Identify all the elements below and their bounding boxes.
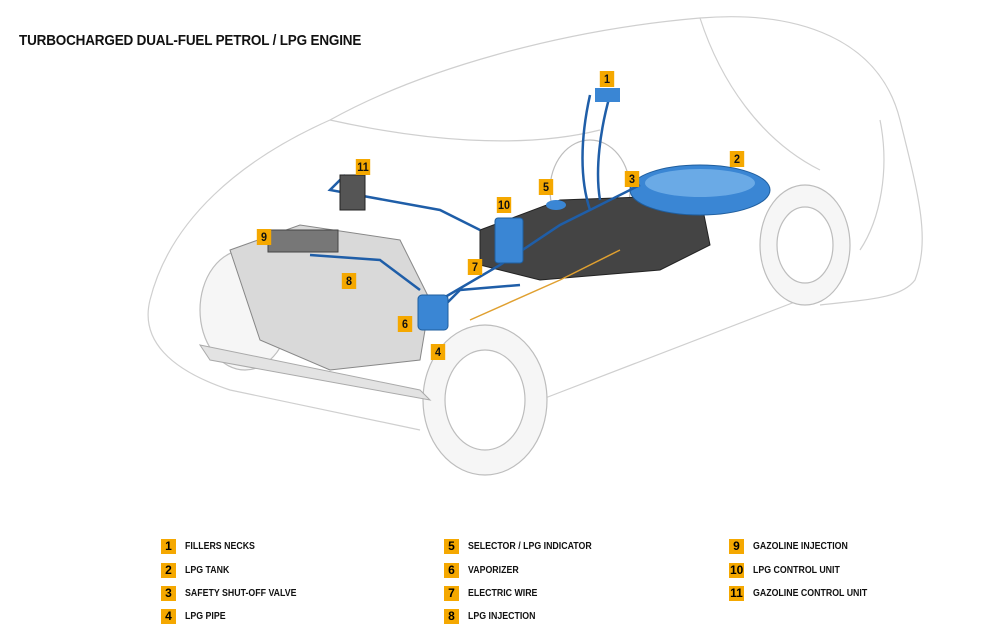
legend-item: 7 ELECTRIC WIRE: [444, 585, 547, 601]
marker-9: 9: [256, 229, 272, 245]
legend-item: 8 LPG INJECTION: [444, 608, 545, 624]
legend-item: 1 FILLERS NECKS: [161, 538, 264, 554]
legend-label: GAZOLINE CONTROL UNIT: [753, 587, 868, 599]
diagram-title: TURBOCHARGED DUAL-FUEL PETROL / LPG ENGI…: [19, 32, 362, 49]
lpg-pipes: [309, 94, 641, 311]
legend-item: 11 GAZOLINE CONTROL UNIT: [729, 585, 883, 601]
marker-2: 2: [729, 151, 745, 167]
marker-8: 8: [341, 273, 357, 289]
marker-6: 6: [397, 316, 413, 332]
legend-label: LPG INJECTION: [468, 610, 536, 622]
legend-item: 5 SELECTOR / LPG INDICATOR: [444, 538, 609, 554]
legend-item: 9 GAZOLINE INJECTION: [729, 538, 861, 554]
legend-number: 5: [444, 538, 459, 554]
car-cutaway-illustration: [147, 16, 923, 476]
filler-neck: [595, 88, 620, 102]
selector: [546, 200, 566, 210]
marker-11: 11: [355, 159, 371, 175]
legend-number: 10: [729, 562, 745, 578]
gazoline-control-unit: [339, 174, 366, 211]
legend-number: 11: [729, 585, 744, 601]
electric-wire: [469, 249, 621, 321]
marker-7: 7: [467, 259, 483, 275]
lpg-control-unit: [494, 217, 524, 264]
legend-label: VAPORIZER: [468, 564, 519, 576]
legend-number: 3: [161, 585, 176, 601]
legend-label: SELECTOR / LPG INDICATOR: [468, 540, 592, 552]
legend-item: 3 SAFETY SHUT-OFF VALVE: [161, 585, 312, 601]
marker-5: 5: [538, 179, 554, 195]
legend-item: 2 LPG TANK: [161, 562, 235, 578]
legend-number: 7: [444, 585, 459, 601]
marker-10: 10: [496, 197, 512, 213]
marker-3: 3: [624, 171, 640, 187]
legend-label: FILLERS NECKS: [185, 540, 255, 552]
legend-number: 2: [161, 562, 176, 578]
legend-label: GAZOLINE INJECTION: [753, 540, 848, 552]
legend-label: ELECTRIC WIRE: [468, 587, 538, 599]
legend-item: 6 VAPORIZER: [444, 562, 526, 578]
marker-1: 1: [599, 71, 615, 87]
legend-number: 4: [161, 608, 176, 624]
car-body-outline: [147, 16, 923, 431]
legend-number: 9: [729, 538, 744, 554]
vaporizer: [417, 294, 449, 331]
legend-number: 6: [444, 562, 459, 578]
lpg-tank: [629, 164, 771, 216]
legend-label: LPG CONTROL UNIT: [753, 564, 841, 576]
legend-item: 4 LPG PIPE: [161, 608, 231, 624]
legend-number: 8: [444, 608, 459, 624]
legend-item: 10 LPG CONTROL UNIT: [729, 562, 852, 578]
marker-4: 4: [430, 344, 446, 360]
legend-label: LPG PIPE: [185, 610, 226, 622]
fuel-tank: [479, 194, 711, 281]
legend-label: LPG TANK: [185, 564, 230, 576]
legend-label: SAFETY SHUT-OFF VALVE: [185, 587, 297, 599]
legend-number: 1: [161, 538, 176, 554]
